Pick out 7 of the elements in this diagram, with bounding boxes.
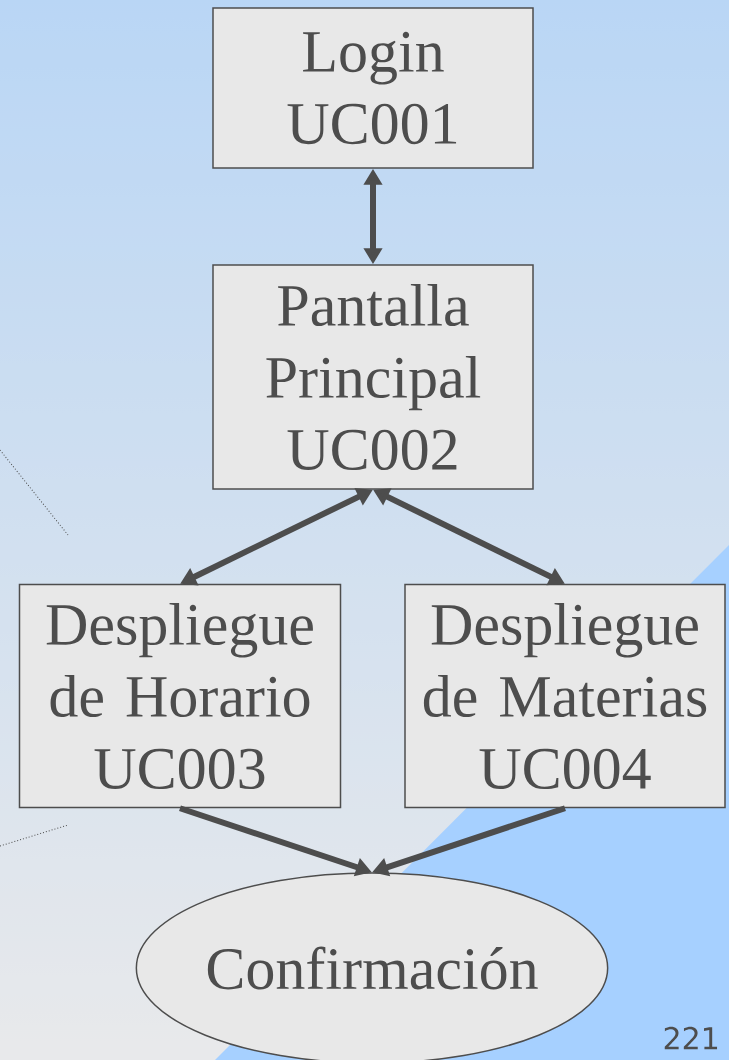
process-box: Login UC001 (212, 7, 534, 169)
ellipse-node: Confirmación (135, 872, 609, 1060)
process-box: Despliegue de Horario UC003 (18, 583, 342, 809)
page-number: 221 (664, 1026, 718, 1050)
process-box: Pantalla Principal UC002 (212, 264, 534, 490)
node-label: Confirmación (207, 946, 538, 990)
process-box: Despliegue de Materias UC004 (404, 583, 726, 809)
